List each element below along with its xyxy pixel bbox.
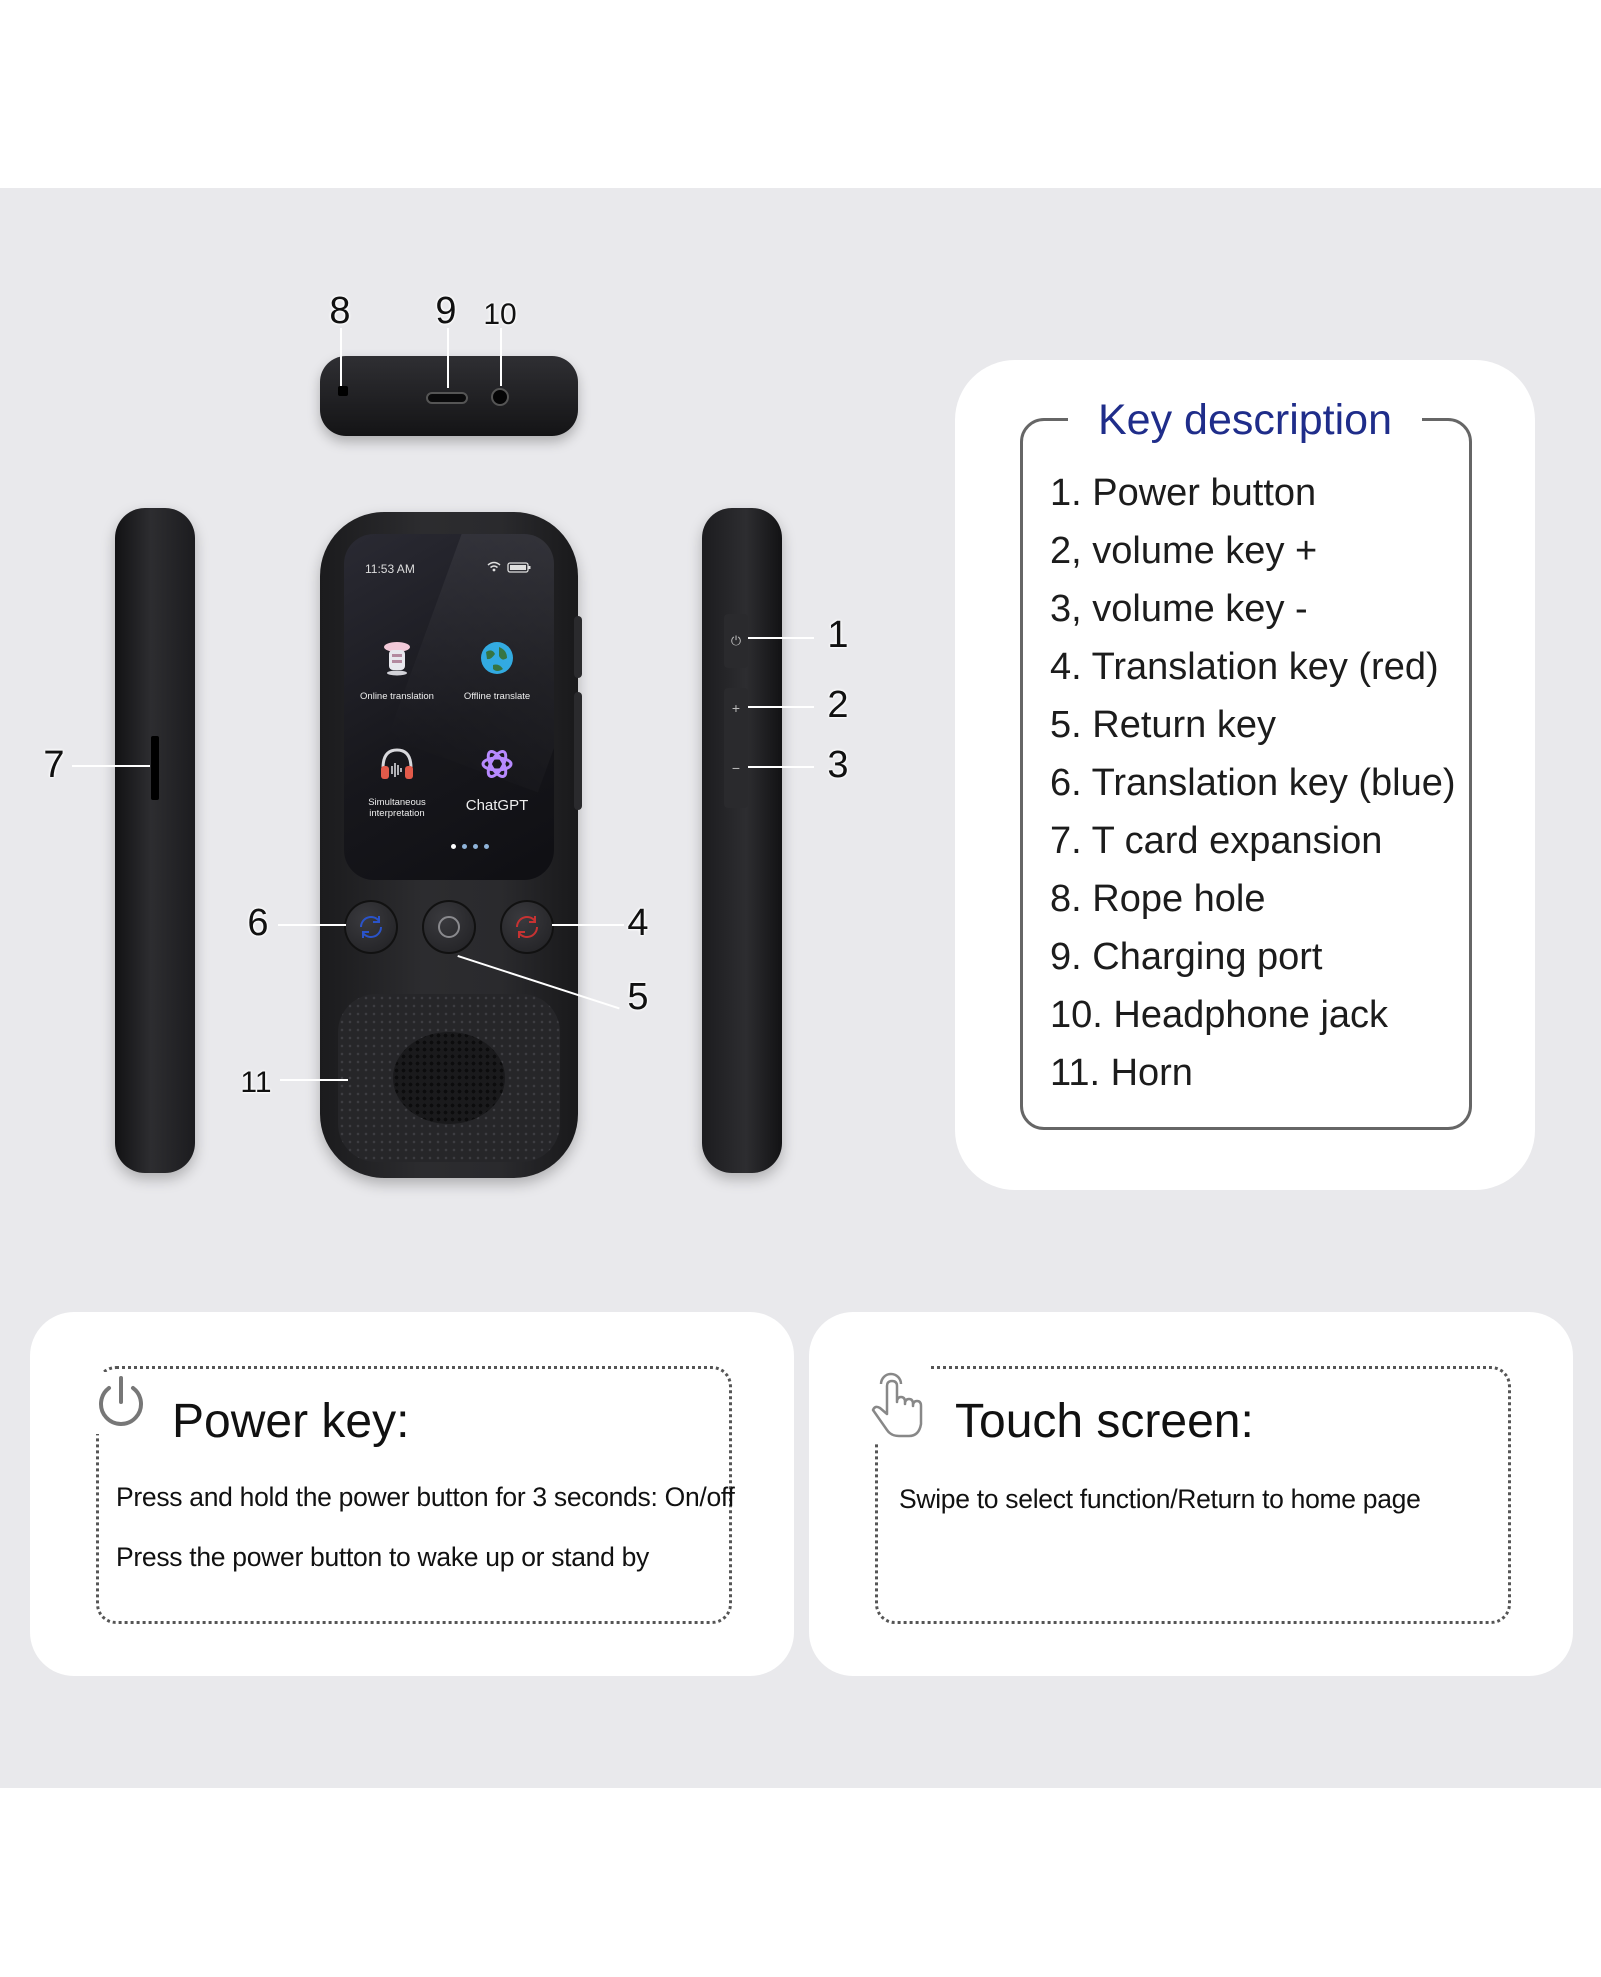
power-key-card: Power key: Press and hold the power butt… <box>30 1312 794 1676</box>
page-indicator <box>448 836 492 854</box>
touch-screen-card: Touch screen: Swipe to select function/R… <box>809 1312 1573 1676</box>
callout-line-4 <box>552 924 624 926</box>
volume-keys: + − <box>724 688 748 808</box>
device-left-side-view <box>115 508 195 1173</box>
touch-screen-frame <box>875 1366 1511 1624</box>
list-item: 8. Rope hole <box>1050 878 1266 920</box>
refresh-blue-icon <box>360 916 382 938</box>
status-time: 11:53 AM <box>365 562 415 576</box>
power-key: ⏻ <box>724 614 748 668</box>
wifi-battery-icon <box>487 561 531 573</box>
globe-icon <box>481 642 513 674</box>
power-key-line-1: Press and hold the power button for 3 se… <box>116 1482 735 1512</box>
list-item: 1. Power button <box>1050 472 1317 514</box>
callout-line-9 <box>447 328 449 388</box>
touch-hand-icon <box>867 1364 931 1444</box>
list-item: 3, volume key - <box>1050 588 1308 630</box>
key-description-title: Key description <box>955 396 1535 445</box>
headphones-icon <box>381 748 413 779</box>
rope-hole <box>338 386 348 396</box>
callout-line-10 <box>500 328 502 386</box>
online-translation-icon <box>384 642 410 676</box>
callout-2: 2 <box>827 684 849 726</box>
return-key[interactable] <box>422 900 476 954</box>
app-label: Simultaneous interpretation <box>368 797 426 819</box>
charging-port <box>426 392 468 404</box>
callout-1: 1 <box>827 614 849 656</box>
callout-10: 10 <box>483 298 517 331</box>
app-simultaneous-interpretation[interactable]: Simultaneous interpretation <box>344 744 452 819</box>
list-item: 7. T card expansion <box>1050 820 1383 862</box>
list-item: 5. Return key <box>1050 704 1276 746</box>
list-item: 2, volume key + <box>1050 530 1318 572</box>
app-online-translation[interactable]: Online translation <box>344 638 452 702</box>
refresh-red-icon <box>516 916 538 938</box>
callout-line-7 <box>72 765 150 767</box>
callout-7: 7 <box>43 744 65 786</box>
power-key-frame <box>96 1366 732 1624</box>
device-right-side-view: ⏻ + − <box>702 508 782 1173</box>
device-screen: 11:53 AM Online translation <box>344 534 554 880</box>
power-key-title: Power key: <box>172 1394 424 1449</box>
app-label: Offline translate <box>463 691 531 702</box>
headphone-jack <box>491 388 509 406</box>
t-card-slot <box>151 736 159 800</box>
app-label: ChatGPT <box>465 797 529 814</box>
callout-6: 6 <box>247 902 269 944</box>
callout-line-2 <box>748 706 814 708</box>
app-chatgpt[interactable]: ChatGPT <box>442 744 552 815</box>
callout-line-8 <box>340 328 342 386</box>
front-side-key-top <box>574 616 582 678</box>
list-item: 10. Headphone jack <box>1050 994 1389 1036</box>
app-offline-translate[interactable]: Offline translate <box>442 638 552 702</box>
callout-5: 5 <box>627 976 649 1018</box>
device-top-view <box>320 356 578 436</box>
touch-screen-line-1: Swipe to select function/Return to home … <box>899 1484 1421 1514</box>
callout-4: 4 <box>627 902 649 944</box>
callout-9: 9 <box>435 290 457 332</box>
translation-key-blue[interactable] <box>344 900 398 954</box>
list-item: 11. Horn <box>1050 1052 1193 1094</box>
device-front-view: 11:53 AM Online translation <box>320 512 582 1178</box>
translation-key-red[interactable] <box>500 900 554 954</box>
list-item: 9. Charging port <box>1050 936 1323 978</box>
list-item: 6. Translation key (blue) <box>1050 762 1456 804</box>
callout-8: 8 <box>329 290 351 332</box>
touch-screen-title: Touch screen: <box>955 1394 1268 1449</box>
list-item: 4. Translation key (red) <box>1050 646 1439 688</box>
callout-line-3 <box>748 766 814 768</box>
circle-icon <box>438 916 460 938</box>
callout-line-11 <box>280 1079 348 1081</box>
app-label: Online translation <box>360 691 434 702</box>
callout-11: 11 <box>240 1066 272 1099</box>
horn-speaker <box>338 994 560 1162</box>
front-side-key-bottom <box>574 692 582 810</box>
key-description-card: Key description 1. Power button 2, volum… <box>955 360 1535 1190</box>
callout-3: 3 <box>827 744 849 786</box>
power-icon <box>90 1372 152 1434</box>
power-key-line-2: Press the power button to wake up or sta… <box>116 1542 650 1572</box>
chatgpt-icon <box>481 750 513 778</box>
key-description-list: 1. Power button 2, volume key + 3, volum… <box>1050 464 1456 1102</box>
callout-line-1 <box>748 637 814 639</box>
callout-line-6 <box>278 924 346 926</box>
